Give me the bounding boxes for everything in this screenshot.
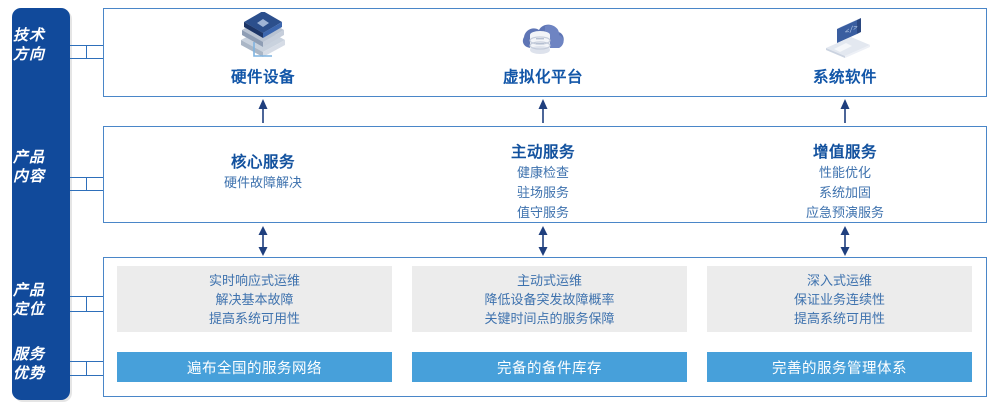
arrow-bidirectional-value-added — [840, 226, 850, 256]
sidebar-label-line1: 产品 — [12, 149, 45, 166]
tech-item-label: 系统软件 — [812, 69, 877, 86]
connector-tech-bottom — [70, 58, 103, 59]
product-content-panel — [103, 126, 987, 223]
service-title: 核心服务 — [230, 154, 295, 171]
sidebar-item-service-advantage[interactable]: 服务 优势 — [0, 345, 58, 383]
service-item: 系统加固 — [818, 185, 871, 200]
product-content-value-added-service[interactable]: 增值服务 性能优化 系统加固 应急预演服务 — [760, 142, 930, 223]
tech-item-virtualization[interactable]: 虚拟化平台 — [458, 12, 628, 94]
connector-advantage-join — [86, 361, 87, 375]
positioning-card-realtime-ops[interactable]: 实时响应式运维 解决基本故障 提高系统可用性 — [117, 266, 392, 332]
advantage-bar-spare-parts[interactable]: 完备的备件库存 — [412, 352, 687, 382]
advantage-bar-service-management[interactable]: 完善的服务管理体系 — [707, 352, 972, 382]
tech-item-hardware[interactable]: 硬件设备 — [178, 11, 348, 94]
advantage-bar-service-network[interactable]: 遍布全国的服务网络 — [117, 352, 392, 382]
advantage-label: 完善的服务管理体系 — [772, 360, 907, 377]
service-item: 健康检查 — [516, 165, 569, 180]
service-title: 主动服务 — [510, 144, 575, 161]
sidebar-item-product-position[interactable]: 产品 定位 — [0, 281, 58, 319]
sidebar-label-line2: 定位 — [12, 301, 45, 318]
sidebar-label-line2: 方向 — [12, 46, 45, 63]
advantage-label: 遍布全国的服务网络 — [187, 360, 322, 377]
positioning-line: 保证业务连续性 — [793, 291, 885, 307]
sidebar-item-product-content[interactable]: 产品 内容 — [0, 148, 58, 186]
positioning-line: 降低设备突发故障概率 — [484, 291, 615, 307]
arrow-up-virtualization — [538, 99, 548, 123]
service-item: 应急预演服务 — [805, 205, 884, 220]
positioning-card-proactive-ops[interactable]: 主动式运维 降低设备突发故障概率 关键时间点的服务保障 — [412, 266, 687, 332]
connector-position-join — [86, 296, 87, 311]
product-content-core-service[interactable]: 核心服务 硬件故障解决 — [178, 152, 348, 193]
arrow-bidirectional-proactive — [538, 226, 548, 256]
positioning-line: 主动式运维 — [516, 272, 582, 288]
arrow-up-hardware — [258, 99, 268, 123]
connector-content-bottom — [70, 190, 103, 191]
connector-advantage-bottom — [70, 375, 103, 376]
service-item: 性能优化 — [818, 165, 871, 180]
connector-content-join — [86, 177, 87, 190]
service-title: 增值服务 — [812, 144, 877, 161]
sidebar-label-line1: 产品 — [12, 282, 45, 299]
positioning-line: 实时响应式运维 — [208, 272, 300, 288]
positioning-line: 提高系统可用性 — [208, 310, 300, 326]
arrow-bidirectional-core — [258, 226, 268, 256]
positioning-line: 关键时间点的服务保障 — [484, 310, 615, 326]
sidebar-label-line1: 技术 — [12, 27, 45, 44]
cloud-database-icon — [512, 12, 574, 64]
laptop-code-icon: </> — [814, 12, 876, 64]
category-sidebar — [12, 8, 70, 400]
service-item: 值守服务 — [516, 205, 569, 220]
sidebar-label-line2: 优势 — [12, 365, 45, 382]
positioning-line: 深入式运维 — [806, 272, 872, 288]
server-stack-icon — [232, 11, 294, 64]
positioning-line: 解决基本故障 — [215, 291, 294, 307]
connector-tech-join — [86, 45, 87, 58]
tech-item-label: 虚拟化平台 — [502, 69, 583, 86]
service-item: 硬件故障解决 — [223, 175, 302, 190]
arrow-up-system-software — [840, 99, 850, 123]
advantage-label: 完备的备件库存 — [497, 360, 602, 377]
connector-position-bottom — [70, 311, 103, 312]
tech-item-label: 硬件设备 — [230, 69, 295, 86]
sidebar-label-line1: 服务 — [12, 346, 45, 363]
sidebar-label-line2: 内容 — [12, 168, 45, 185]
product-content-proactive-service[interactable]: 主动服务 健康检查 驻场服务 值守服务 — [458, 142, 628, 223]
positioning-line: 提高系统可用性 — [793, 310, 885, 326]
service-item: 驻场服务 — [516, 185, 569, 200]
tech-item-system-software[interactable]: </> 系统软件 — [760, 12, 930, 94]
sidebar-item-tech-direction[interactable]: 技术 方向 — [0, 26, 58, 64]
positioning-card-deep-ops[interactable]: 深入式运维 保证业务连续性 提高系统可用性 — [707, 266, 972, 332]
